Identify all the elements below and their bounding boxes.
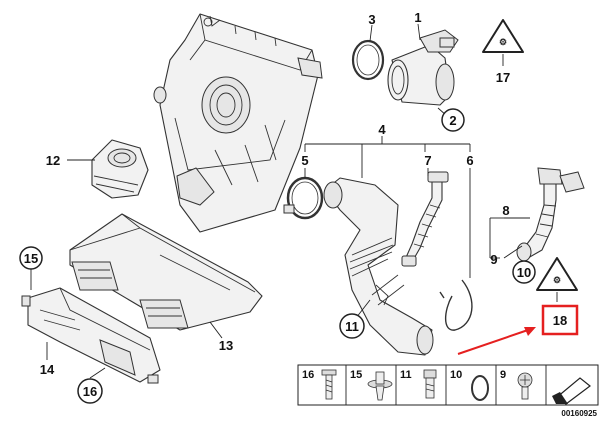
callout-8: 8 [502,203,509,218]
part-7-vent-hose [401,168,449,267]
callout-3: 3 [368,12,375,27]
push-clip-icon [367,371,393,401]
washer-screw-icon [517,372,533,400]
highlight-part-18: 18 [457,304,579,355]
legend-item-9: 9 [500,369,506,381]
legend-item-11: 11 [400,369,412,381]
callout-6: 6 [466,153,473,168]
red-arrow-icon [524,327,536,336]
hardware-legend: 16 15 11 10 9 [297,364,599,406]
legend-item-10: 10 [450,369,462,381]
callout-1: 1 [414,10,421,25]
callout-14: 14 [40,362,55,377]
part-6-spring-clip [439,168,473,331]
air-filter-housing [153,13,323,233]
callout-18: 18 [553,313,567,328]
callout-labels: 3 1 17 4 12 5 7 6 8 9 13 14 [40,10,510,377]
circled-callouts: 2 15 10 11 16 [19,108,536,404]
part-17-warning-label: ⚙ [482,19,524,66]
legend-item-16: 16 [302,369,314,381]
part-3-o-ring [351,24,385,81]
callout-11: 11 [345,319,359,334]
callout-4: 4 [378,122,386,137]
callout-12: 12 [46,153,60,168]
triangle-label-icon: ⚙ [499,37,507,47]
callout-7: 7 [424,153,431,168]
callout-2: 2 [449,113,456,128]
part-12-rubber-mount [67,139,149,199]
diagram-code: 00160925 [561,409,597,418]
legend-item-15: 15 [350,369,362,381]
callout-15: 15 [24,251,38,266]
callout-5: 5 [301,153,308,168]
part-1-air-mass-meter [387,23,459,106]
screw-icon [321,369,337,400]
bolt-icon [423,369,437,399]
callout-9: 9 [490,252,497,267]
part-5-hose-clamp [283,168,324,220]
part-8-vent-pipe [489,167,585,262]
callout-17: 17 [496,70,510,85]
o-ring-icon [471,375,489,401]
callout-16: 16 [83,384,97,399]
part-14-lower-duct [21,287,161,384]
triangle-label-icon: ⚙ [553,275,561,285]
part-18-warning-label: ⚙ [536,257,578,302]
arrow-box-icon [552,377,591,405]
part-4-bracket [304,136,471,178]
callout-13: 13 [219,338,233,353]
callout-10: 10 [517,265,531,280]
intake-duct [323,177,434,356]
part-13-inlet-duct [69,213,263,339]
